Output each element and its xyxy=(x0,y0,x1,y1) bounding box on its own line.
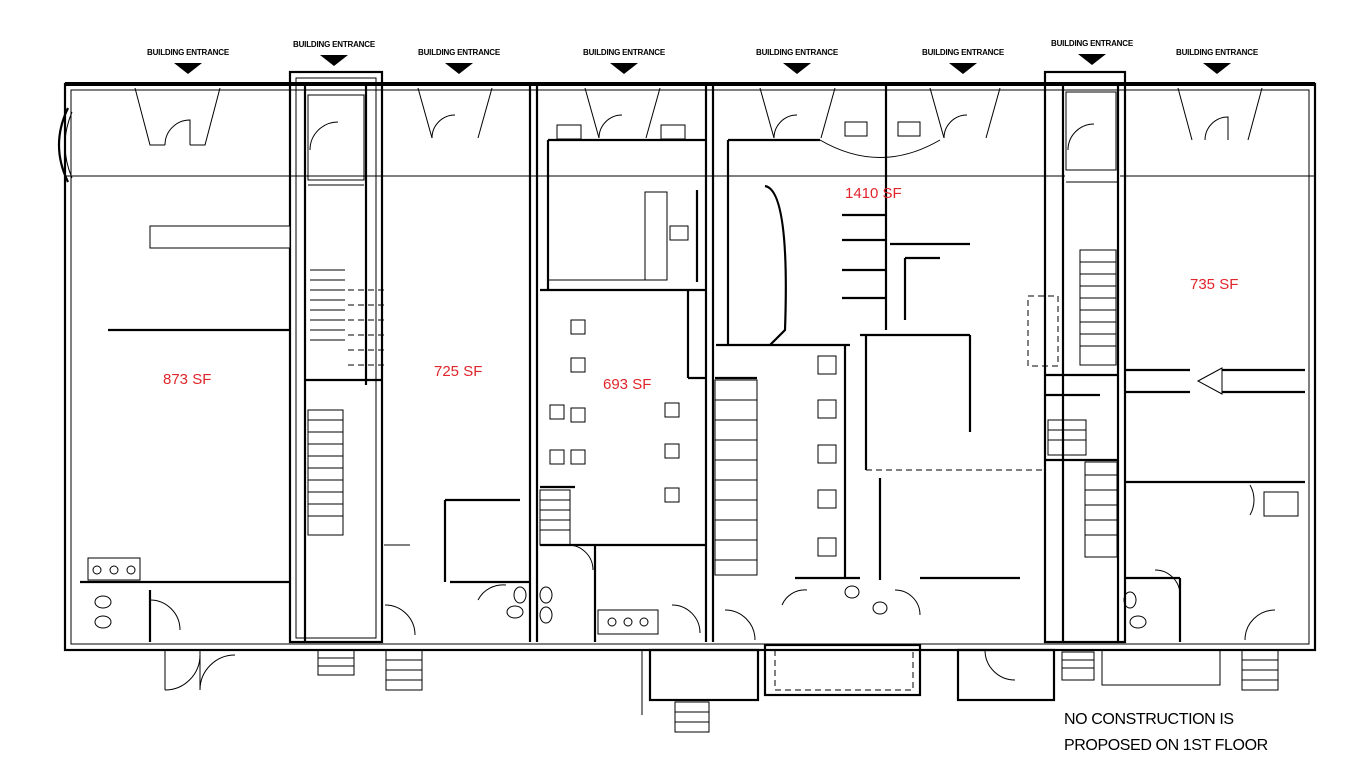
unit-735-interior xyxy=(1123,367,1305,691)
entrance-marker: BUILDING ENTRANCE xyxy=(922,48,1005,74)
stair-core-2 xyxy=(1027,91,1221,686)
entrance-label: BUILDING ENTRANCE xyxy=(1176,48,1259,57)
entrance-arrow-icon xyxy=(174,63,202,74)
entrance-marker: BUILDING ENTRANCE xyxy=(756,48,839,74)
entrance-marker: BUILDING ENTRANCE xyxy=(293,40,376,66)
area-labels: 873 SF 725 SF 693 SF 1410 SF 735 SF xyxy=(163,185,1238,393)
area-label-unit-d: 1410 SF xyxy=(845,185,902,202)
entrance-label: BUILDING ENTRANCE xyxy=(1051,39,1134,48)
area-label-unit-c: 693 SF xyxy=(603,376,651,393)
entrance-arrow-icon xyxy=(610,63,638,74)
unit-693-interior xyxy=(513,138,706,642)
area-label-unit-a: 873 SF xyxy=(163,371,211,388)
area-label-unit-e: 735 SF xyxy=(1190,276,1238,293)
entrance-arrow-icon xyxy=(445,63,473,74)
unit-1410-interior xyxy=(714,138,1045,691)
entrance-label: BUILDING ENTRANCE xyxy=(293,40,376,49)
entrance-arrow-icon xyxy=(783,63,811,74)
entrance-markers: BUILDING ENTRANCE BUILDING ENTRANCE BUIL… xyxy=(147,39,1259,74)
unit-725-interior xyxy=(384,498,530,691)
entrance-label: BUILDING ENTRANCE xyxy=(922,48,1005,57)
entrance-marker: BUILDING ENTRANCE xyxy=(147,48,230,74)
entrance-label: BUILDING ENTRANCE xyxy=(418,48,501,57)
demising-walls xyxy=(288,70,1127,644)
entrance-marker: BUILDING ENTRANCE xyxy=(1176,48,1259,74)
storefront-doors xyxy=(134,87,1263,158)
entrance-label: BUILDING ENTRANCE xyxy=(756,48,839,57)
entrance-arrow-icon xyxy=(949,63,977,74)
rear-decks xyxy=(641,643,1056,733)
entrance-label: BUILDING ENTRANCE xyxy=(147,48,230,57)
entrance-arrow-icon xyxy=(1078,54,1106,65)
construction-note: NO CONSTRUCTION IS PROPOSED ON 1ST FLOOR xyxy=(1064,711,1268,754)
area-label-unit-b: 725 SF xyxy=(434,363,482,380)
entrance-label: BUILDING ENTRANCE xyxy=(583,48,666,57)
entrance-marker: BUILDING ENTRANCE xyxy=(1051,39,1134,65)
note-line-2: PROPOSED ON 1ST FLOOR xyxy=(1064,737,1268,754)
entrance-arrow-icon xyxy=(320,55,348,66)
stair-core-1 xyxy=(305,94,388,676)
entrance-marker: BUILDING ENTRANCE xyxy=(418,48,501,74)
note-line-1: NO CONSTRUCTION IS xyxy=(1064,711,1234,728)
entrance-arrow-icon xyxy=(1203,63,1231,74)
stair-flight xyxy=(310,269,388,366)
unit-873-interior xyxy=(80,225,291,691)
entrance-marker: BUILDING ENTRANCE xyxy=(583,48,666,74)
